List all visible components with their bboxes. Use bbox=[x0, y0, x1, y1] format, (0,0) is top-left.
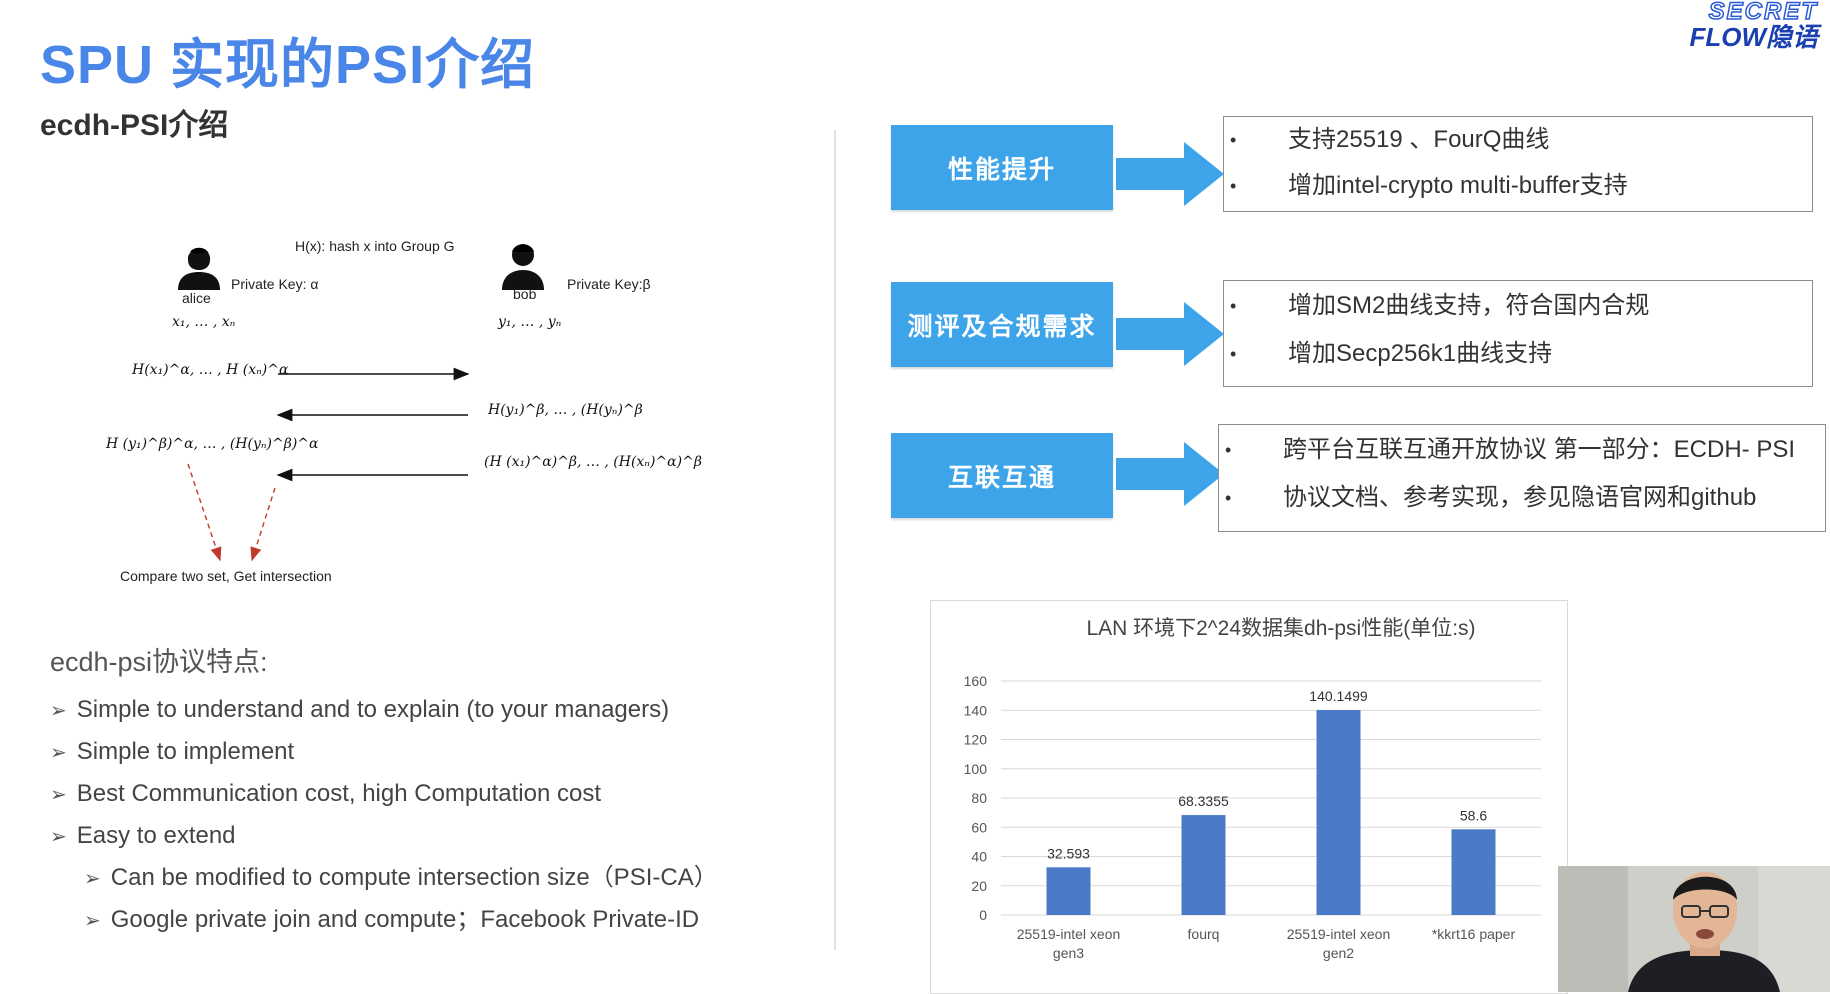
bar bbox=[1317, 710, 1361, 915]
x-tick-label: 25519-intel xeon bbox=[1017, 926, 1121, 942]
diagram-arrows bbox=[90, 220, 690, 600]
bar bbox=[1182, 815, 1226, 915]
chart-title: LAN 环境下2^24数据集dh-psi性能(单位:s) bbox=[1086, 617, 1475, 640]
bullet-text: 增加SM2曲线支持，符合国内合规 bbox=[1288, 292, 1649, 319]
y-tick-label: 0 bbox=[979, 907, 987, 923]
compare-caption: Compare two set, Get intersection bbox=[120, 568, 332, 584]
y-tick-label: 160 bbox=[964, 673, 988, 689]
compliance-bullets: • 增加SM2曲线支持，符合国内合规 • 增加Secp256k1曲线支持 bbox=[1223, 280, 1813, 387]
bullet-line: • 跨平台互联互通开放协议 第一部分：ECDH- PSI bbox=[1219, 425, 1825, 475]
x-tick-label: gen3 bbox=[1053, 945, 1084, 961]
bullet-line: • 增加Secp256k1曲线支持 bbox=[1224, 331, 1812, 377]
vertical-divider bbox=[834, 130, 836, 950]
feature-text: Easy to extend bbox=[77, 822, 236, 849]
bullet-line: • 协议文档、参考实现，参见隐语官网和github bbox=[1219, 475, 1825, 521]
presenter-webcam bbox=[1558, 866, 1830, 992]
data-label: 32.593 bbox=[1047, 845, 1090, 861]
arrow-bullet-icon: ➢ bbox=[50, 742, 67, 764]
x-tick-label: fourq bbox=[1188, 926, 1220, 942]
performance-bullets: • 支持25519 、FourQ曲线 • 增加intel-crypto multi-… bbox=[1223, 116, 1813, 212]
data-label: 58.6 bbox=[1460, 807, 1487, 823]
bullet-text: 增加intel-crypto multi-buffer支持 bbox=[1288, 172, 1628, 199]
bar bbox=[1452, 829, 1496, 915]
y-tick-label: 140 bbox=[964, 702, 988, 718]
y-tick-label: 80 bbox=[971, 790, 987, 806]
logo-line2: FLOW隐语 bbox=[1689, 24, 1818, 50]
bullet-text: 协议文档、参考实现，参见隐语官网和github bbox=[1283, 484, 1756, 511]
data-label: 140.1499 bbox=[1309, 688, 1368, 704]
feature-text: Simple to understand and to explain (to … bbox=[77, 696, 669, 723]
arrow-bullet-icon: ➢ bbox=[84, 910, 101, 932]
bullet-text: 增加Secp256k1曲线支持 bbox=[1288, 340, 1552, 367]
y-tick-label: 60 bbox=[971, 819, 987, 835]
secretflow-logo: SECRET FLOW隐语 bbox=[1689, 0, 1818, 50]
arrow-bullet-icon: ➢ bbox=[84, 868, 101, 890]
feature-text: Google private join and compute；Facebook… bbox=[111, 906, 699, 933]
feature-item: ➢ Simple to understand and to explain (to… bbox=[50, 689, 718, 731]
arrow-bullet-icon: ➢ bbox=[50, 826, 67, 848]
bullet-text: 支持25519 、FourQ曲线 bbox=[1288, 126, 1549, 153]
bullet-line: • 增加intel-crypto multi-buffer支持 bbox=[1224, 163, 1812, 209]
data-label: 68.3355 bbox=[1178, 793, 1229, 809]
slide-title: SPU 实现的PSI介绍 bbox=[40, 20, 535, 99]
protocol-features: ecdh-psi协议特点: ➢ Simple to understand and … bbox=[50, 640, 718, 941]
bar-chart-svg: LAN 环境下2^24数据集dh-psi性能(单位:s) 0 20 40 60 80 100… bbox=[931, 601, 1567, 993]
interoperability-box: 互联互通 bbox=[891, 433, 1113, 518]
performance-chart: LAN 环境下2^24数据集dh-psi性能(单位:s) 0 20 40 60 80 100… bbox=[930, 600, 1568, 994]
arrow-bullet-icon: ➢ bbox=[50, 784, 67, 806]
feature-text: Best Communication cost, high Computatio… bbox=[77, 780, 601, 807]
feature-text: Can be modified to compute intersection … bbox=[111, 864, 718, 891]
y-tick-label: 40 bbox=[971, 849, 987, 865]
bullet-dot-icon: • bbox=[1230, 163, 1236, 209]
feature-subitem: ➢ Can be modified to compute intersection… bbox=[84, 857, 718, 899]
right-arrow-icon bbox=[1116, 442, 1224, 506]
right-arrow-icon bbox=[1116, 302, 1224, 366]
performance-box: 性能提升 bbox=[891, 125, 1113, 210]
slide-subtitle: ecdh-PSI介绍 bbox=[40, 100, 228, 144]
bullet-text: 跨平台互联互通开放协议 第一部分：ECDH- PSI bbox=[1283, 436, 1795, 463]
right-arrow-icon bbox=[1116, 142, 1224, 206]
dashed-compare-right bbox=[252, 488, 275, 560]
feature-subitem: ➢ Google private join and compute；Faceboo… bbox=[84, 899, 718, 941]
dashed-compare-left bbox=[188, 464, 220, 560]
x-tick-label: gen2 bbox=[1323, 945, 1354, 961]
bullet-dot-icon: • bbox=[1230, 281, 1236, 331]
x-tick-label: 25519-intel xeon bbox=[1287, 926, 1391, 942]
bullet-line: • 增加SM2曲线支持，符合国内合规 bbox=[1224, 281, 1812, 331]
interoperability-bullets: • 跨平台互联互通开放协议 第一部分：ECDH- PSI • 协议文档、参考实现，参… bbox=[1218, 424, 1826, 532]
bullet-dot-icon: • bbox=[1225, 425, 1231, 475]
feature-item: ➢ Best Communication cost, high Computati… bbox=[50, 773, 718, 815]
features-heading: ecdh-psi协议特点: bbox=[50, 640, 718, 679]
y-tick-label: 20 bbox=[971, 878, 987, 894]
logo-line1: SECRET bbox=[1689, 0, 1818, 24]
bar bbox=[1047, 867, 1091, 915]
feature-item: ➢ Easy to extend bbox=[50, 815, 718, 857]
ecdh-psi-diagram: alice Private Key: α H(x): hash x into G… bbox=[90, 220, 690, 600]
bullet-line: • 支持25519 、FourQ曲线 bbox=[1224, 117, 1812, 163]
x-tick-label: *kkrt16 paper bbox=[1432, 926, 1516, 942]
y-tick-label: 100 bbox=[964, 761, 988, 777]
arrow-bullet-icon: ➢ bbox=[50, 700, 67, 722]
y-tick-label: 120 bbox=[964, 732, 988, 748]
bullet-dot-icon: • bbox=[1230, 117, 1236, 163]
bullet-dot-icon: • bbox=[1225, 475, 1231, 521]
compliance-box: 测评及合规需求 bbox=[891, 282, 1113, 367]
bullet-dot-icon: • bbox=[1230, 331, 1236, 377]
presenter-video-thumbnail bbox=[1558, 866, 1830, 992]
feature-item: ➢ Simple to implement bbox=[50, 731, 718, 773]
feature-text: Simple to implement bbox=[77, 738, 294, 765]
